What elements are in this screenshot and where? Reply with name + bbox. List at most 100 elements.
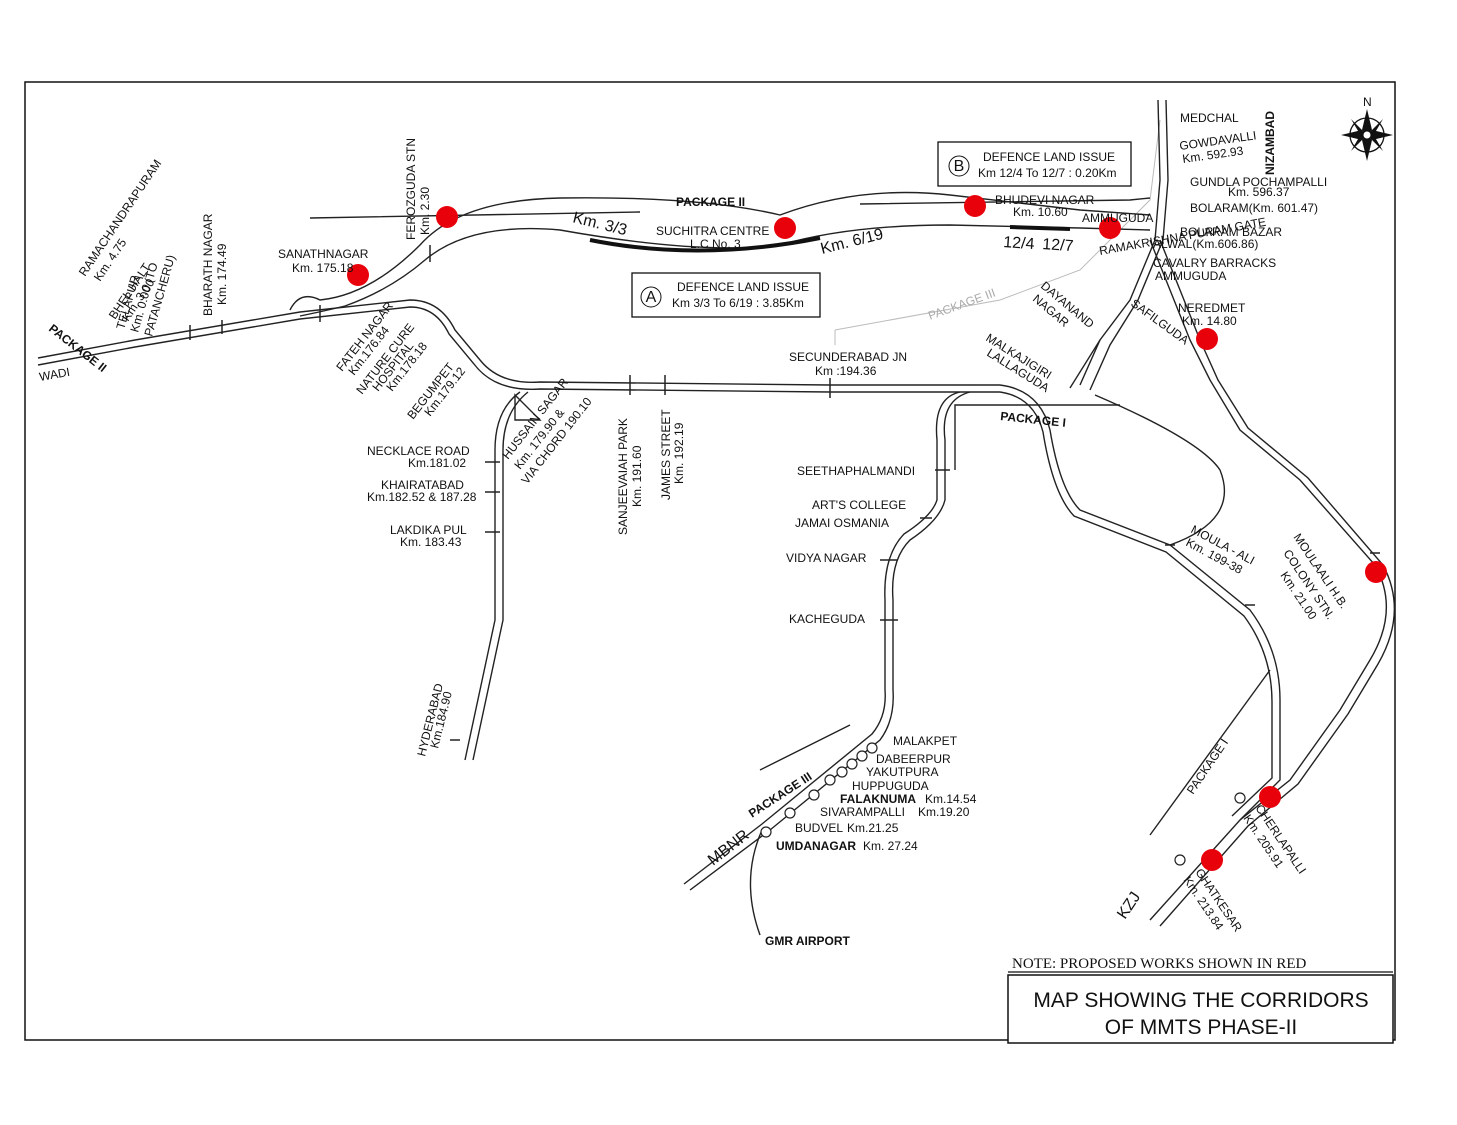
track-kacheguda-2 xyxy=(683,391,961,885)
map-title-line1: MAP SHOWING THE CORRIDORS xyxy=(1033,989,1368,1012)
station-sivarampalli-km: Km.19.20 xyxy=(918,805,970,819)
package-i-right-label: PACKAGE I xyxy=(1184,736,1231,797)
direction-kzj: KZJ xyxy=(1114,889,1144,922)
station-kacheguda: KACHEGUDA xyxy=(789,612,865,626)
track-hussainsagar-chord xyxy=(514,393,542,421)
station-lakdikapul-km: Km. 183.43 xyxy=(400,535,462,549)
station-sanathnagar-km: Km. 175.18 xyxy=(292,261,354,275)
station-budvel: BUDVEL xyxy=(795,821,843,835)
station-bharathnagar-km: Km. 174.49 xyxy=(215,243,229,305)
station-bolaram: BOLARAM(Km. 601.47) xyxy=(1190,201,1318,215)
track-safilguda-2 xyxy=(1159,239,1396,927)
defence-b-section xyxy=(1009,225,1071,231)
defence-land-issue-a: A DEFENCE LAND ISSUE Km 3/3 To 6/19 : 3.… xyxy=(631,272,821,318)
station-umdanagar: UMDANAGAR xyxy=(776,839,856,853)
track-medchal-1 xyxy=(1079,99,1161,386)
station-jamaiosmania: JAMAI OSMANIA xyxy=(795,516,889,530)
station-neredmet-km: Km. 14.80 xyxy=(1182,314,1237,328)
station-lakdikapul: LAKDIKA PUL xyxy=(390,523,467,537)
station-falaknuma-km: Km.14.54 xyxy=(925,792,977,806)
station-huppuguda: HUPPUGUDA xyxy=(852,779,929,793)
station-suchitra: SUCHITRA CENTRE xyxy=(656,224,769,238)
track-package-ii-lower xyxy=(299,224,1151,317)
direction-medchal: MEDCHAL xyxy=(1180,111,1239,125)
station-bhudevinagar-km: Km. 10.60 xyxy=(1013,205,1068,219)
km-12-7-label: 12/7 xyxy=(1042,236,1074,255)
station-khairatabad-km: Km.182.52 & 187.28 xyxy=(367,490,477,504)
track-hyderabad-2 xyxy=(472,391,529,761)
station-ramachandrapuram: RAMACHANDRAPURAM xyxy=(76,157,164,279)
track-secunderabad-moulaali-2 xyxy=(999,391,1273,817)
station-gundla-km: Km. 596.37 xyxy=(1228,185,1290,199)
badge-a-letter: A xyxy=(646,289,657,306)
compass-north-label: N xyxy=(1363,95,1372,109)
station-dabeerpur: DABEERPUR xyxy=(876,752,951,766)
station-gmr-airport: GMR AIRPORT xyxy=(765,934,851,948)
package-iii-bottom-label: PACKAGE III xyxy=(746,769,814,820)
station-falaknuma: FALAKNUMA xyxy=(840,792,916,806)
badge-b-letter: B xyxy=(954,158,965,175)
proposed-site-moulaali-hb xyxy=(1365,561,1387,583)
station-umdanagar-km: Km. 27.24 xyxy=(863,839,918,853)
faint-boundary xyxy=(834,119,1161,331)
track-kacheguda xyxy=(689,391,971,891)
defence-land-issue-b: B DEFENCE LAND ISSUE Km 12/4 To 12/7 : 0… xyxy=(937,141,1132,187)
station-malakpet: MALAKPET xyxy=(893,734,958,748)
station-ammuguda-2: AMMUGUDA xyxy=(1155,269,1226,283)
defence-a-line2: Km 3/3 To 6/19 : 3.85Km xyxy=(672,296,804,310)
direction-nizamabad: NIZAMBAD xyxy=(1263,111,1277,175)
proposed-site-sanathnagar xyxy=(347,264,369,286)
station-sanathnagar: SANATHNAGAR xyxy=(278,247,369,261)
track-gmr xyxy=(749,829,763,936)
proposed-works xyxy=(347,195,1387,871)
package-i-mid-arrow xyxy=(954,404,1120,470)
station-bhudevinagar: BHUDEVI NAGAR xyxy=(995,193,1095,207)
station-necklace-km: Km.181.02 xyxy=(408,456,466,470)
station-neredmet: NEREDMET xyxy=(1178,301,1246,315)
defence-a-line1: DEFENCE LAND ISSUE xyxy=(677,280,809,294)
proposed-site-ferozguda xyxy=(436,206,458,228)
station-artscollege: ART'S COLLEGE xyxy=(812,498,906,512)
station-gundla: GUNDLA POCHAMPALLI xyxy=(1190,175,1327,189)
track-safilguda xyxy=(1149,239,1388,921)
track-secunderabad-moulaali xyxy=(999,384,1281,821)
direction-wadi: WADI xyxy=(38,365,71,384)
map-title-line2: OF MMTS PHASE-II xyxy=(1105,1016,1298,1039)
title-block xyxy=(1007,974,1394,1044)
defence-b-line1: DEFENCE LAND ISSUE xyxy=(983,150,1115,164)
track-malkajgiri xyxy=(1069,339,1101,389)
compass-rose-icon xyxy=(1341,109,1393,161)
badge-a xyxy=(640,286,662,308)
station-sanjeevaiah-km: Km. 191.60 xyxy=(630,445,644,507)
track-wadi-begumpet xyxy=(37,299,1000,386)
badge-b xyxy=(948,155,970,177)
station-bolarambazar: BOLARAM BAZAR xyxy=(1180,225,1282,239)
station-suchitra-lc: L.C No. 3 xyxy=(690,237,741,251)
station-khairatabad: KHAIRATABAD xyxy=(381,478,464,492)
station-budvel-km: Km.21.25 xyxy=(847,821,899,835)
station-sivarampalli: SIVARAMPALLI xyxy=(820,805,905,819)
track-package-ii-upper xyxy=(289,191,1151,311)
proposed-site-ghatkesar xyxy=(1201,849,1223,871)
defence-b-line2: Km 12/4 To 12/7 : 0.20Km xyxy=(978,166,1117,180)
station-sanjeevaiah: SANJEEVAIAH PARK xyxy=(616,418,630,535)
km-3-3-label: Km. 3/3 xyxy=(571,209,629,239)
package-i-mid-label: PACKAGE I xyxy=(1000,409,1067,430)
track-hyderabad xyxy=(464,391,521,761)
note-text: NOTE: PROPOSED WORKS SHOWN IN RED xyxy=(1012,956,1306,972)
track-wadi-begumpet-2 xyxy=(37,306,1000,393)
station-necklace: NECKLACE ROAD xyxy=(367,444,470,458)
station-bharathnagar: BHARATH NAGAR xyxy=(201,213,215,316)
station-vidyanagar: VIDYA NAGAR xyxy=(786,551,867,565)
package-i-right-arrow xyxy=(1149,669,1271,836)
station-yakutpura: YAKUTPURA xyxy=(866,765,938,779)
proposed-site-suchitra xyxy=(774,217,796,239)
km-12-4-label: 12/4 xyxy=(1003,234,1035,253)
package-ii-top-arrow xyxy=(309,197,1151,219)
proposed-site-ammuguda xyxy=(1099,217,1121,239)
station-ticks xyxy=(189,245,1380,741)
package-iii-arrow xyxy=(759,724,851,771)
map-border xyxy=(24,81,1396,1041)
station-ammuguda: AMMUGUDA xyxy=(1082,211,1153,225)
